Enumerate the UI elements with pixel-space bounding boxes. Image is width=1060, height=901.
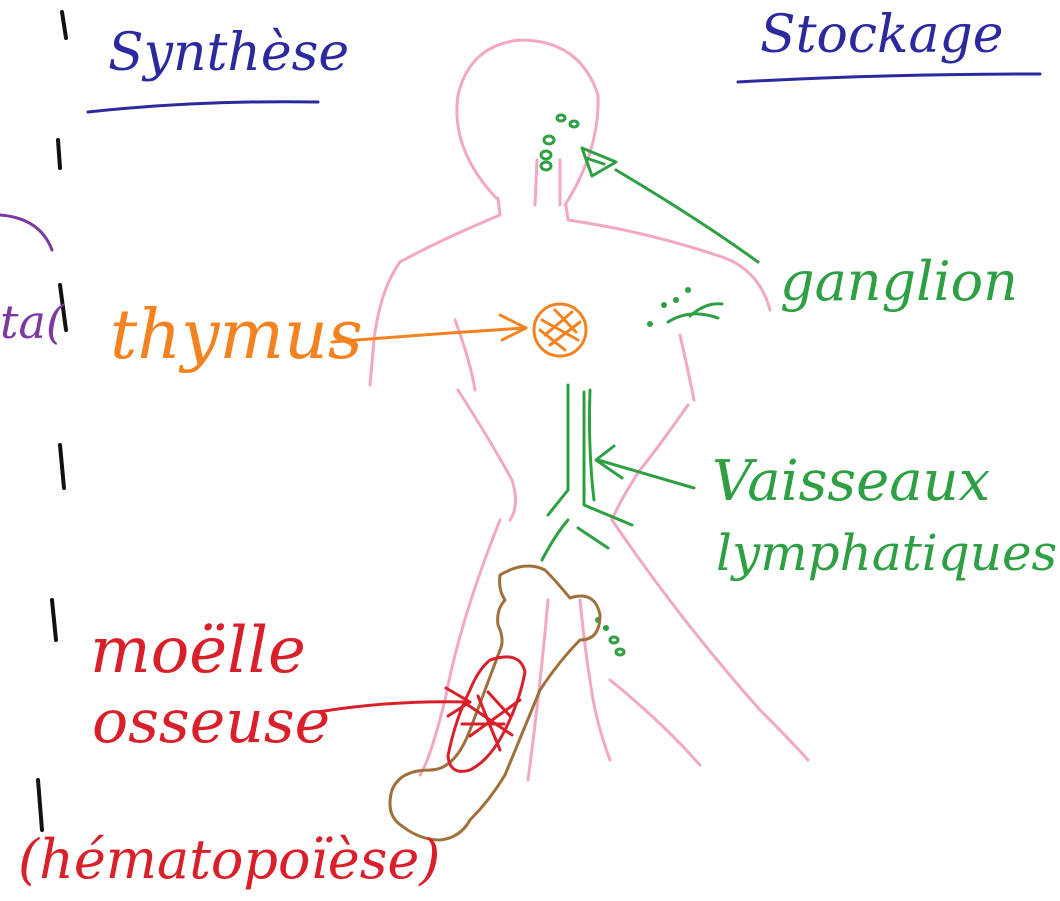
torso-left bbox=[458, 390, 516, 520]
moelle-label-line1: moëlle bbox=[90, 614, 306, 688]
left-leg-inner bbox=[528, 600, 548, 780]
right-leg-inner bbox=[580, 600, 610, 760]
margin-fragment-label: ta( bbox=[0, 295, 65, 349]
vessel-line bbox=[548, 385, 568, 515]
vessel-line bbox=[578, 528, 608, 548]
vessels-arrow bbox=[596, 446, 694, 488]
lymph-node-dot bbox=[673, 297, 679, 303]
ganglion-arrowhead bbox=[582, 148, 616, 176]
neck-right bbox=[566, 205, 725, 258]
left-leg-outer bbox=[420, 520, 500, 775]
heading-synthese: Synthèse bbox=[88, 23, 349, 112]
left-margin-marks bbox=[0, 12, 66, 830]
thymus-organ bbox=[534, 304, 586, 356]
lymphatic-vessels bbox=[542, 385, 632, 560]
lymph-node-dot bbox=[603, 625, 609, 631]
margin-tick bbox=[52, 600, 56, 640]
neck-line-left bbox=[535, 160, 537, 205]
vessel-line bbox=[590, 390, 595, 500]
margin-tick bbox=[60, 445, 64, 488]
lymph-node-dot bbox=[541, 151, 551, 159]
lymph-node-dot bbox=[685, 287, 691, 293]
neck-left bbox=[400, 198, 500, 262]
ganglion-label: ganglion bbox=[780, 250, 1018, 313]
hematopoiese-label: (hématopoïèse) bbox=[18, 828, 440, 891]
right-leg-back bbox=[610, 680, 700, 765]
lymph-node-dot bbox=[610, 637, 618, 643]
vessel-line bbox=[542, 520, 568, 560]
margin-tick bbox=[62, 12, 66, 38]
lymph-node-dot bbox=[647, 321, 653, 327]
vaisseaux-label-line1: Vaisseaux bbox=[712, 449, 990, 514]
margin-arc bbox=[0, 215, 52, 250]
thymus-label: thymus bbox=[110, 296, 363, 375]
left-arm-outer bbox=[370, 262, 400, 385]
heading-left-text: Synthèse bbox=[108, 23, 349, 83]
right-arm-outer bbox=[725, 258, 770, 310]
heading-right-text: Stockage bbox=[760, 5, 1004, 65]
arrows bbox=[318, 170, 758, 716]
lymph-node-dot bbox=[616, 649, 624, 655]
lymph-node-dot bbox=[541, 162, 551, 170]
right-arm-inner bbox=[680, 335, 694, 400]
cervical-lymph-nodes bbox=[541, 115, 616, 176]
margin-tick bbox=[38, 780, 42, 830]
torso-right bbox=[612, 405, 688, 520]
axillary-node-scribble bbox=[668, 304, 722, 322]
axillary-lymph-nodes bbox=[647, 287, 722, 327]
margin-tick bbox=[58, 140, 60, 168]
lymph-node-dot bbox=[570, 121, 578, 127]
lymph-node-dot bbox=[557, 115, 565, 121]
thymus-scribble bbox=[540, 310, 580, 350]
heading-right-underline bbox=[738, 74, 1040, 82]
moelle-label-line2: osseuse bbox=[92, 687, 330, 757]
vaisseaux-label-line2: lymphatiques bbox=[716, 524, 1057, 582]
heading-stockage: Stockage bbox=[738, 5, 1040, 82]
ganglion-arrow bbox=[616, 170, 758, 262]
lymph-node-dot bbox=[544, 136, 554, 144]
heading-left-underline bbox=[88, 102, 318, 112]
lymph-node-dot bbox=[661, 302, 667, 308]
